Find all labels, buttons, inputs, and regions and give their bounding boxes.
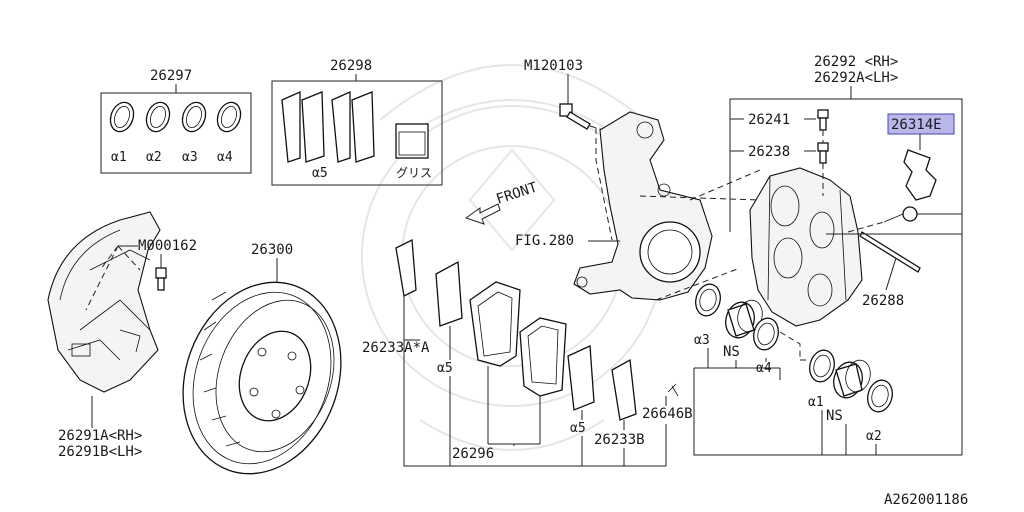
- caliper-lh-label: 26292A<LH>: [814, 70, 898, 86]
- pad-spring-icon: [667, 383, 679, 397]
- pad-kit-group: 26298 α5 グリス: [271, 58, 443, 186]
- knuckle-bolt-group: M120103: [524, 58, 613, 241]
- shim-b-alpha: α5: [570, 421, 586, 436]
- shim-a-alpha: α5: [437, 361, 453, 376]
- steering-knuckle: [573, 111, 713, 301]
- pad-kit-pad-left: [281, 90, 325, 163]
- seal-kit-group: 26297 α1 α2 α3 α4: [100, 68, 252, 174]
- brake-rotor: 26300: [182, 242, 342, 475]
- seal-ring-4: [216, 101, 242, 133]
- bleeder-screw-icon: [817, 109, 829, 131]
- pad-shim-group: 26233A*A α5 26296 α5 26233B 26646B: [362, 238, 693, 467]
- dust-shield: [47, 211, 161, 393]
- spring-label: 26646B: [642, 406, 693, 422]
- shim-a-outer: [395, 238, 417, 297]
- piston-seal-right-a: [809, 349, 835, 383]
- seal-item-alpha1: α1: [111, 150, 127, 165]
- pad-kit-label: 26298: [330, 58, 372, 74]
- shim-a-inner: [435, 260, 463, 327]
- pin-label: 26288: [862, 293, 904, 309]
- pad-kit-pad-right: [331, 90, 375, 163]
- seal-ring-2: [145, 101, 171, 133]
- piston-right: [833, 359, 871, 399]
- piston-seal-right-b: [867, 379, 893, 413]
- rotor-label: 26300: [251, 242, 293, 258]
- seal-item-alpha4: α4: [217, 150, 233, 165]
- piston-left-alpha-a: α3: [694, 333, 710, 348]
- shim-a-label: 26233A*A: [362, 340, 430, 356]
- seal-item-alpha3: α3: [182, 150, 198, 165]
- shim-b-label: 26233B: [594, 432, 645, 448]
- front-direction-arrow: FRONT: [464, 179, 540, 225]
- seal-kit-label: 26297: [150, 68, 192, 84]
- front-direction-label: FRONT: [494, 179, 540, 207]
- seal-ring-1: [109, 101, 135, 133]
- piston-seal-left-b: [753, 317, 779, 351]
- shim-b-outer: [611, 358, 637, 421]
- bolt-icon: [559, 103, 591, 130]
- caliper-rh-label: 26292 <RH>: [814, 54, 898, 70]
- clip-label: 26314E: [891, 117, 942, 133]
- bleeder-cap-icon: [817, 142, 829, 164]
- shield-bolt-group: M000162: [85, 238, 197, 311]
- diagram-id: A262001186: [884, 492, 968, 508]
- shim-b-inner: [567, 345, 595, 411]
- clip-group: 26314E: [883, 113, 962, 223]
- seal-item-alpha2: α2: [146, 150, 162, 165]
- pin-group: 26288: [847, 221, 921, 309]
- clip-highlight: [887, 113, 955, 135]
- grease-label: グリス: [396, 166, 432, 180]
- knuckle-bolt-label: M120103: [524, 58, 583, 74]
- bleeder-label: 26241: [748, 112, 790, 128]
- bleeder-cap-label: 26238: [748, 144, 790, 160]
- piston-left-ns: NS: [723, 344, 740, 360]
- piston-right-ns: NS: [826, 408, 843, 424]
- shield-bolt-label: M000162: [138, 238, 197, 254]
- piston-right-alpha-b: α2: [866, 429, 882, 444]
- shield-bolt-icon: [155, 267, 167, 291]
- grease-packet-icon: [395, 123, 429, 159]
- shield-lh-label: 26291B<LH>: [58, 444, 142, 460]
- piston-set-right: α1 NS α2: [808, 349, 893, 455]
- piston-seal-left-a: [695, 283, 721, 317]
- caliper-group: 26292 <RH> 26292A<LH> 26241 26238: [729, 54, 963, 455]
- pad-clip-icon: [903, 149, 937, 201]
- pad-inner: [519, 317, 567, 397]
- pin-clip-icon: [883, 206, 918, 223]
- pad-outer: [469, 281, 521, 367]
- knuckle-ref-label: FIG.280: [515, 233, 574, 249]
- piston-set-left: α3 NS α4: [694, 283, 781, 380]
- shield-rh-label: 26291A<RH>: [58, 428, 142, 444]
- piston-right-alpha-a: α1: [808, 395, 824, 410]
- pads-label: 26296: [452, 446, 494, 462]
- watermark-emblem: [361, 64, 663, 451]
- seal-ring-3: [181, 101, 207, 133]
- pad-kit-pads-alpha: α5: [312, 166, 328, 181]
